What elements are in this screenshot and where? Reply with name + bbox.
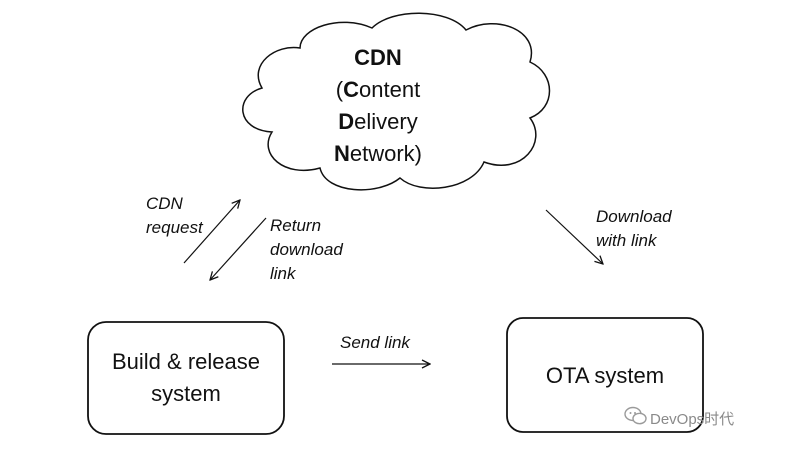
build-line1: Build & release: [112, 349, 260, 374]
send-link-label: Send link: [340, 331, 410, 355]
cdn-request-line1: CDN: [146, 194, 183, 213]
network-initial: N: [333, 141, 350, 166]
ota-text: OTA system: [545, 363, 665, 388]
download-line2: with link: [596, 231, 657, 250]
build-line2: system: [151, 381, 221, 406]
download-arrow: [545, 209, 603, 264]
watermark-text: DevOps时代: [650, 411, 735, 428]
download-line1: Download: [596, 207, 672, 226]
return-line3: link: [270, 264, 296, 283]
download-label: Download with link: [596, 205, 672, 253]
build-release-box: [87, 321, 285, 435]
return-link-label: Return download link: [270, 214, 343, 286]
send-link-text: Send link: [340, 333, 410, 352]
content-rest: ontent: [359, 77, 421, 102]
network-rest: etwork): [349, 141, 422, 166]
cdn-request-line2: request: [146, 218, 203, 237]
delivery-initial: D: [338, 109, 355, 134]
ota-system-label: OTA system: [507, 360, 703, 392]
cdn-title: CDN: [354, 45, 402, 70]
delivery-rest: elivery: [354, 109, 418, 134]
cdn-cloud-shape: [242, 12, 551, 191]
cdn-request-label: CDN request: [146, 192, 203, 240]
paren-open: (: [335, 77, 344, 102]
return-link-arrow: [210, 217, 267, 280]
build-release-label: Build & release system: [88, 346, 284, 410]
cdn-request-arrow: [183, 200, 240, 264]
cdn-cloud-label: CDN (Content Delivery Network): [290, 42, 466, 170]
content-initial: C: [343, 77, 360, 102]
ota-system-box: [506, 317, 704, 433]
return-line2: download: [270, 240, 343, 259]
return-line1: Return: [270, 216, 322, 235]
wechat-icon: [624, 406, 647, 425]
